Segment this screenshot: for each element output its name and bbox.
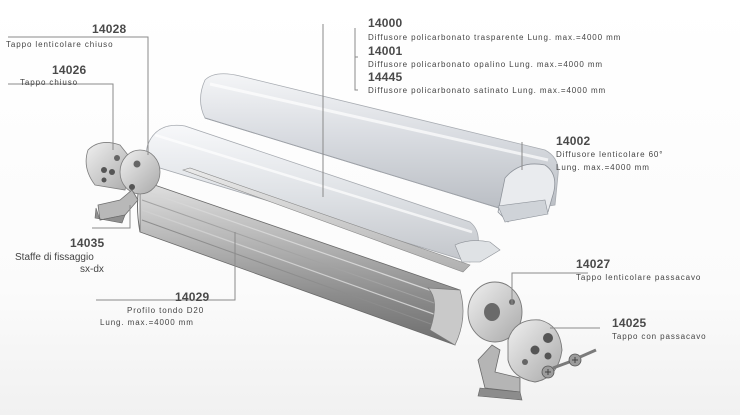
leader-14027 — [511, 272, 588, 305]
label-14035-desc-line2: sx-dx — [80, 264, 104, 275]
label-14000-desc: Diffusore policarbonato trasparente Lung… — [368, 33, 622, 42]
label-14445-desc: Diffusore policarbonato satinato Lung. m… — [368, 86, 607, 95]
leader-14026 — [8, 83, 114, 150]
label-14035-desc-line1: Staffe di fissaggio — [15, 252, 94, 263]
label-14026-desc: Tappo chiuso — [20, 78, 78, 87]
label-14027-desc: Tappo lenticolare passacavo — [576, 273, 702, 282]
label-14028-desc: Tappo lenticolare chiuso — [6, 40, 114, 49]
label-14029-desc-line1: Profilo tondo D20 — [127, 306, 205, 315]
label-14002-desc-line1: Diffusore lenticolare 60° — [556, 150, 664, 159]
fixing-bracket-left — [94, 189, 139, 224]
leader-14028 — [8, 36, 149, 155]
label-14001-desc: Diffusore policarbonato opalino Lung. ma… — [368, 60, 603, 69]
label-14025-desc: Tappo con passacavo — [612, 332, 707, 341]
diffuser-lenticular-end — [497, 163, 556, 223]
leader-lines — [8, 24, 600, 329]
end-cap-lenticular-closed — [119, 149, 161, 195]
diffuser-clear — [200, 73, 559, 213]
round-profile — [137, 179, 464, 346]
label-14025-code: 14025 — [612, 316, 647, 330]
label-14028-code: 14028 — [92, 22, 127, 36]
label-14029-code: 14029 — [175, 290, 210, 304]
leader-14001 — [354, 28, 358, 91]
label-14001-code: 14001 — [368, 44, 403, 58]
end-cap-lenticular-cable — [467, 281, 523, 343]
leader-14035 — [92, 205, 131, 229]
label-14027-code: 14027 — [576, 257, 611, 271]
label-14000-code: 14000 — [368, 16, 403, 30]
label-14002-code: 14002 — [556, 134, 591, 148]
label-14002-desc-line2: Lung. max.=4000 mm — [556, 163, 650, 172]
label-14026-code: 14026 — [52, 63, 87, 77]
inner-strip — [182, 167, 501, 273]
leader-14029 — [96, 232, 236, 301]
label-14029-desc-line2: Lung. max.=4000 mm — [100, 318, 194, 327]
screw-icon — [568, 348, 597, 367]
label-14445-code: 14445 — [368, 70, 403, 84]
fixing-bracket-right — [477, 344, 523, 401]
label-14035-code: 14035 — [70, 236, 105, 250]
